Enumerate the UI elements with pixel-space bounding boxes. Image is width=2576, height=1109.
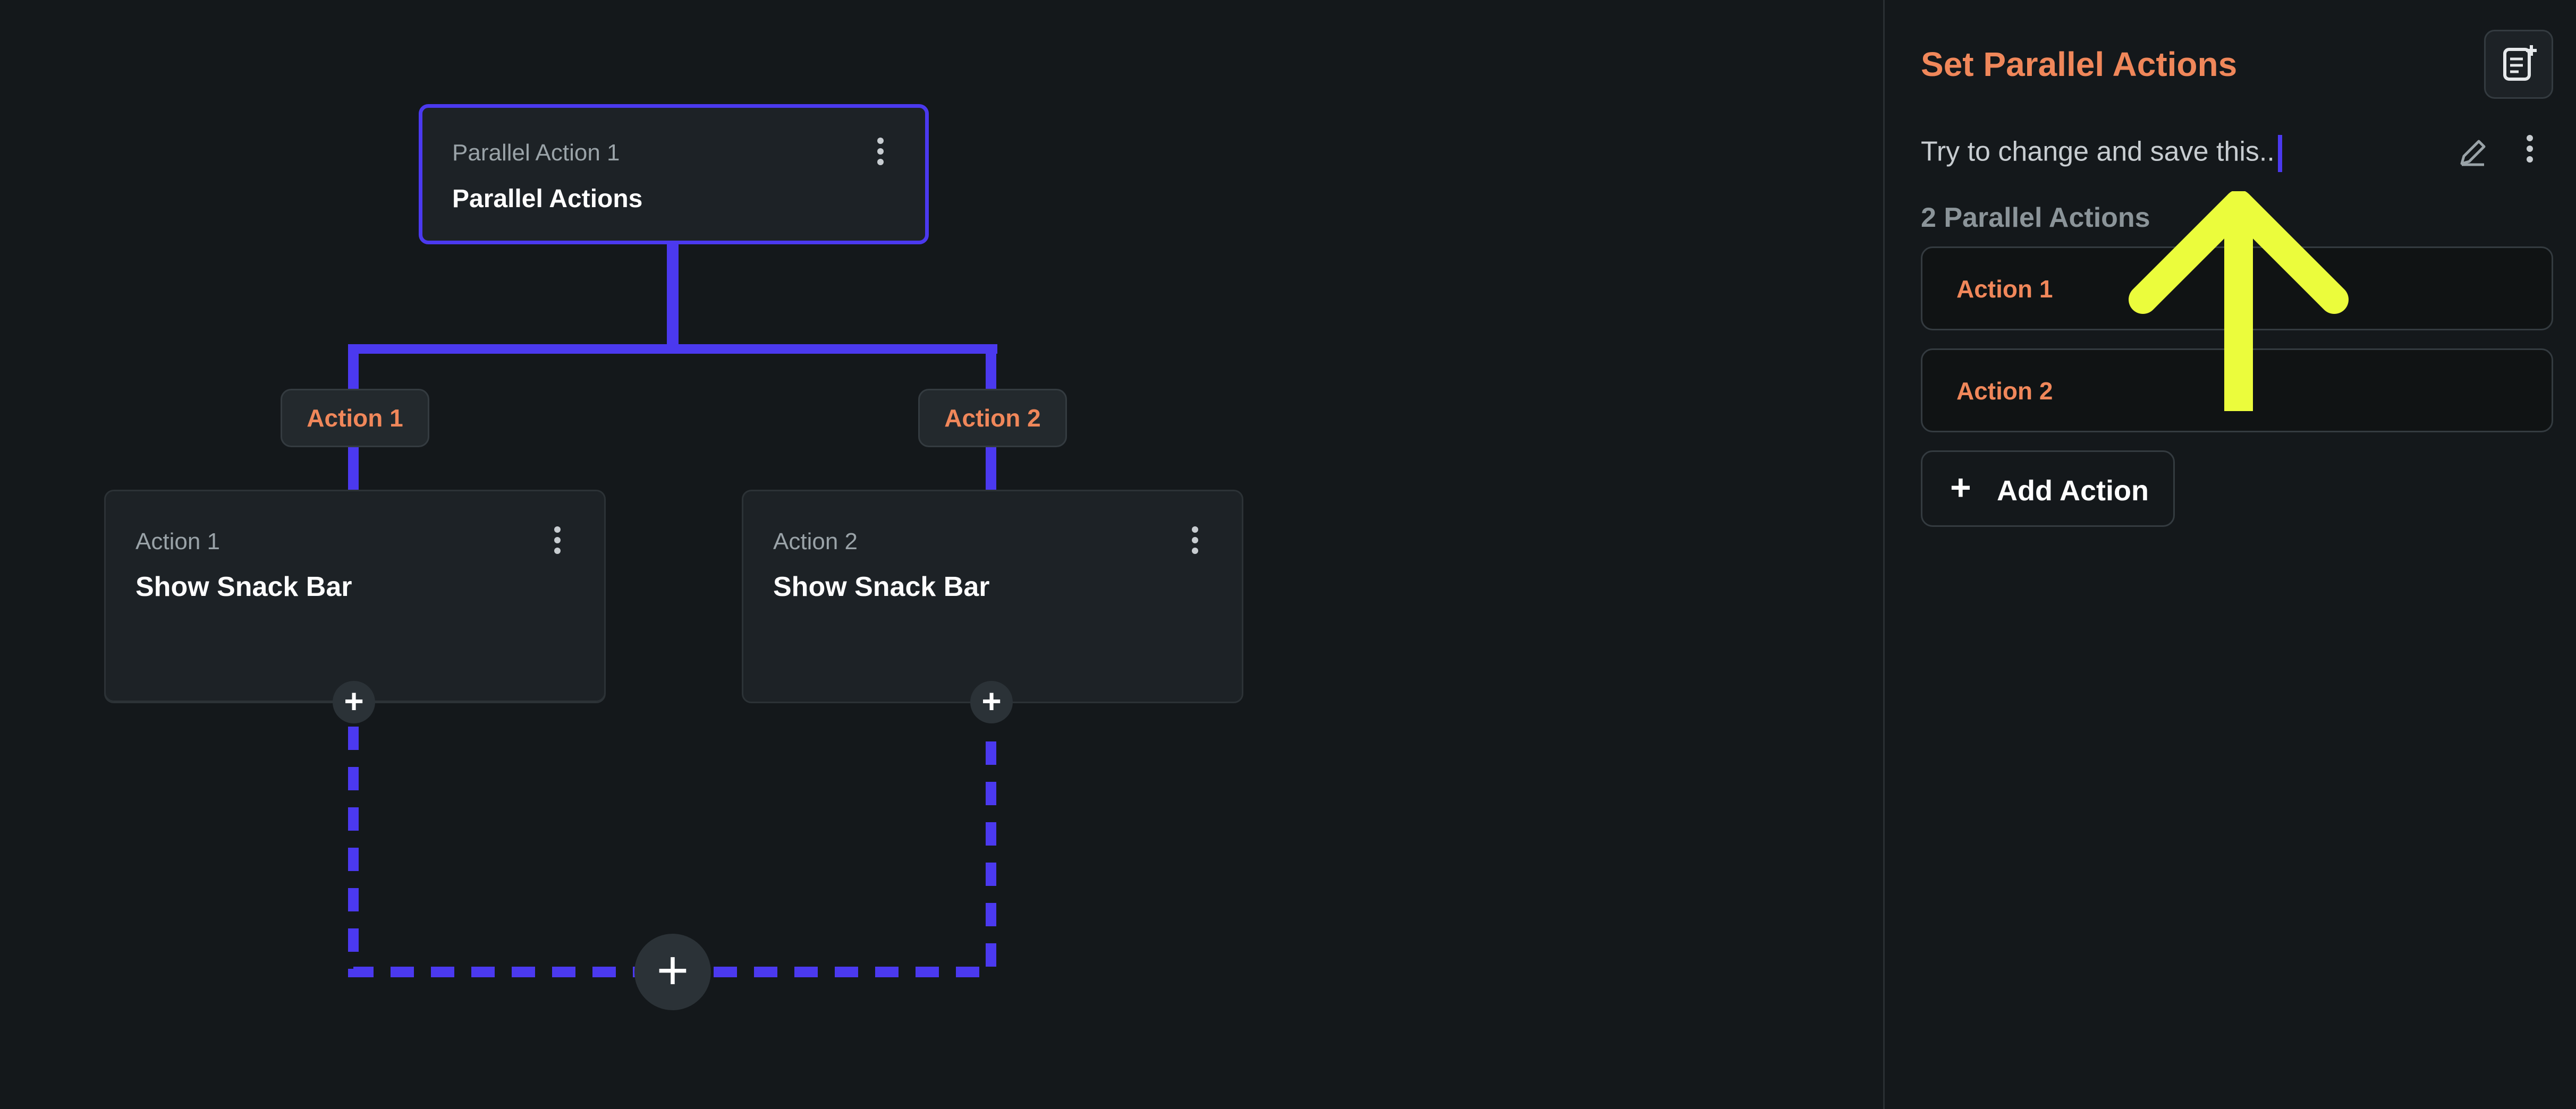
action-list-label: Action 1 xyxy=(1956,275,2053,303)
more-vert-icon[interactable] xyxy=(1184,522,1206,565)
connector-root-down xyxy=(667,242,679,345)
add-note-icon xyxy=(2503,45,2537,81)
description-input[interactable]: Try to change and save this.. xyxy=(1921,135,2282,172)
dashed-connector xyxy=(348,727,996,977)
add-after-parallel-button[interactable]: + xyxy=(634,934,711,1010)
node-title: Show Snack Bar xyxy=(773,571,990,602)
up-arrow-annotation xyxy=(2129,191,2349,411)
add-action-label: Add Action xyxy=(1997,475,2149,507)
action-node-1[interactable]: Action 1 Show Snack Bar xyxy=(104,490,606,703)
connector-horizontal xyxy=(348,344,997,354)
action-list-label: Action 2 xyxy=(1956,377,2053,405)
more-vert-icon[interactable] xyxy=(870,133,891,176)
add-note-icon[interactable] xyxy=(2484,30,2553,99)
add-action-button[interactable]: + Add Action xyxy=(1921,450,2175,527)
parallel-action-count: 2 Parallel Actions xyxy=(1921,202,2150,233)
branch-chip-action-1[interactable]: Action 1 xyxy=(281,389,429,447)
properties-panel: Set Parallel Actions Try to change and s… xyxy=(1883,0,2576,1109)
parallel-action-node[interactable]: Parallel Action 1 Parallel Actions xyxy=(419,104,929,244)
plus-icon: + xyxy=(1950,467,1971,508)
more-vert-icon[interactable] xyxy=(2519,131,2540,173)
description-text: Try to change and save this.. xyxy=(1921,136,2275,167)
flow-canvas[interactable]: Parallel Action 1 Parallel Actions Actio… xyxy=(0,0,1883,1109)
node-title: Parallel Actions xyxy=(452,185,643,213)
add-after-action-1-button[interactable]: + xyxy=(333,681,375,723)
node-subtitle: Action 1 xyxy=(135,528,220,554)
action-node-2[interactable]: Action 2 Show Snack Bar xyxy=(742,490,1243,703)
node-subtitle: Action 2 xyxy=(773,528,858,554)
node-title: Show Snack Bar xyxy=(135,571,352,602)
edit-pencil-icon[interactable] xyxy=(2454,134,2492,171)
panel-title: Set Parallel Actions xyxy=(1921,45,2238,83)
node-subtitle: Parallel Action 1 xyxy=(452,140,620,166)
more-vert-icon[interactable] xyxy=(547,522,568,565)
text-caret xyxy=(2277,135,2282,172)
add-after-action-2-button[interactable]: + xyxy=(970,681,1013,723)
branch-chip-action-2[interactable]: Action 2 xyxy=(918,389,1067,447)
